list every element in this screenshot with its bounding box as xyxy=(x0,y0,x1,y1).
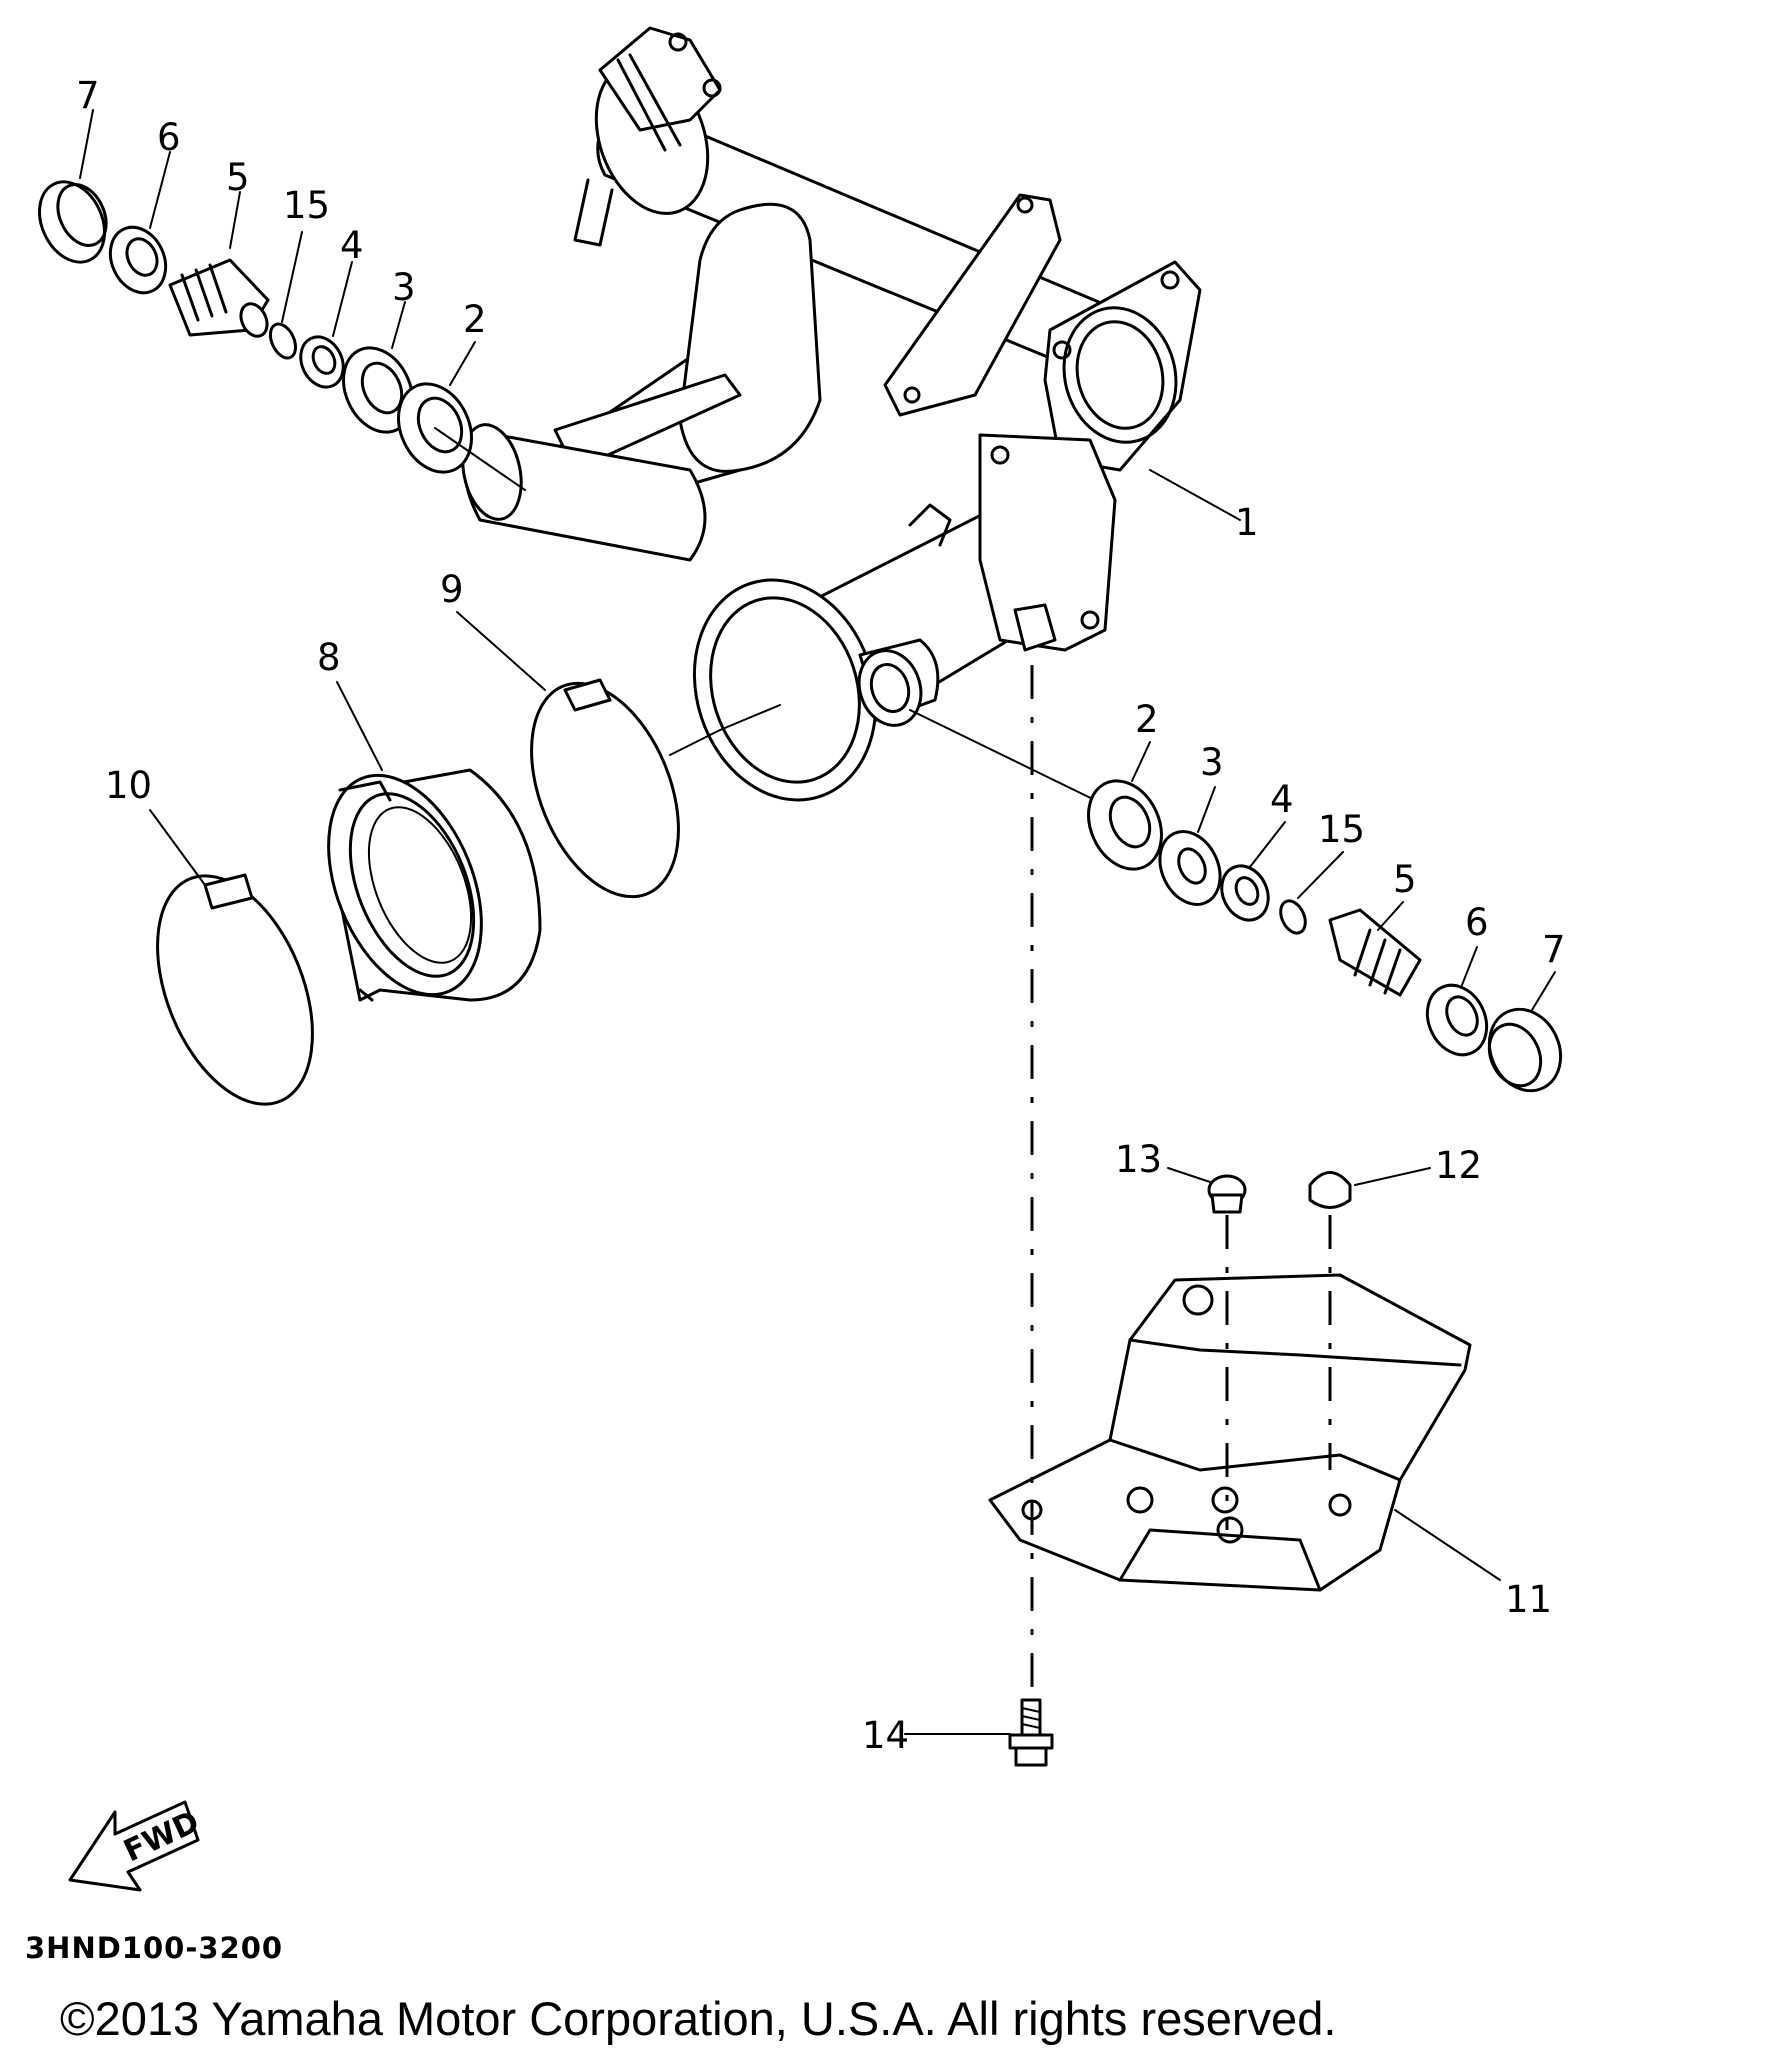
callout-15-left: 15 xyxy=(283,184,330,227)
callout-11: 11 xyxy=(1505,1578,1552,1621)
callout-1: 1 xyxy=(1235,501,1259,544)
callout-13: 13 xyxy=(1115,1138,1162,1181)
callout-15-right: 15 xyxy=(1318,808,1365,851)
callout-5-right: 5 xyxy=(1393,858,1417,901)
boot-and-clamps xyxy=(156,678,721,1106)
rear-arm xyxy=(461,26,1202,802)
callout-12: 12 xyxy=(1435,1144,1482,1187)
fwd-arrow-icon: FWD xyxy=(68,1800,205,1892)
left-bearing-stack xyxy=(38,180,473,474)
callout-2-right: 2 xyxy=(1135,698,1159,741)
callout-14: 14 xyxy=(862,1714,909,1757)
callout-6-right: 6 xyxy=(1465,901,1489,944)
leader-lines xyxy=(79,109,1556,1735)
callout-2-left: 2 xyxy=(463,298,487,341)
callout-7-left: 7 xyxy=(76,74,100,117)
right-bearing-stack xyxy=(909,709,1563,1093)
callout-3-left: 3 xyxy=(392,266,416,309)
callout-8: 8 xyxy=(317,636,341,679)
callout-9: 9 xyxy=(440,568,464,611)
callout-4-left: 4 xyxy=(340,224,364,267)
callout-6-left: 6 xyxy=(157,116,181,159)
skid-plate xyxy=(988,1171,1472,1767)
callout-7-right: 7 xyxy=(1542,928,1566,971)
drawing-code: 3HND100-3200 xyxy=(25,1931,283,1965)
callout-numbers: 1 7 6 5 15 4 3 2 2 3 4 15 5 6 7 9 8 10 1… xyxy=(76,74,1566,1757)
callout-4-right: 4 xyxy=(1270,778,1294,821)
callout-5-left: 5 xyxy=(226,156,250,199)
callout-10: 10 xyxy=(105,764,152,807)
callout-3-right: 3 xyxy=(1200,741,1224,784)
assembly-lines xyxy=(434,427,1332,1690)
copyright-notice: ©2013 Yamaha Motor Corporation, U.S.A. A… xyxy=(60,1992,1336,2045)
